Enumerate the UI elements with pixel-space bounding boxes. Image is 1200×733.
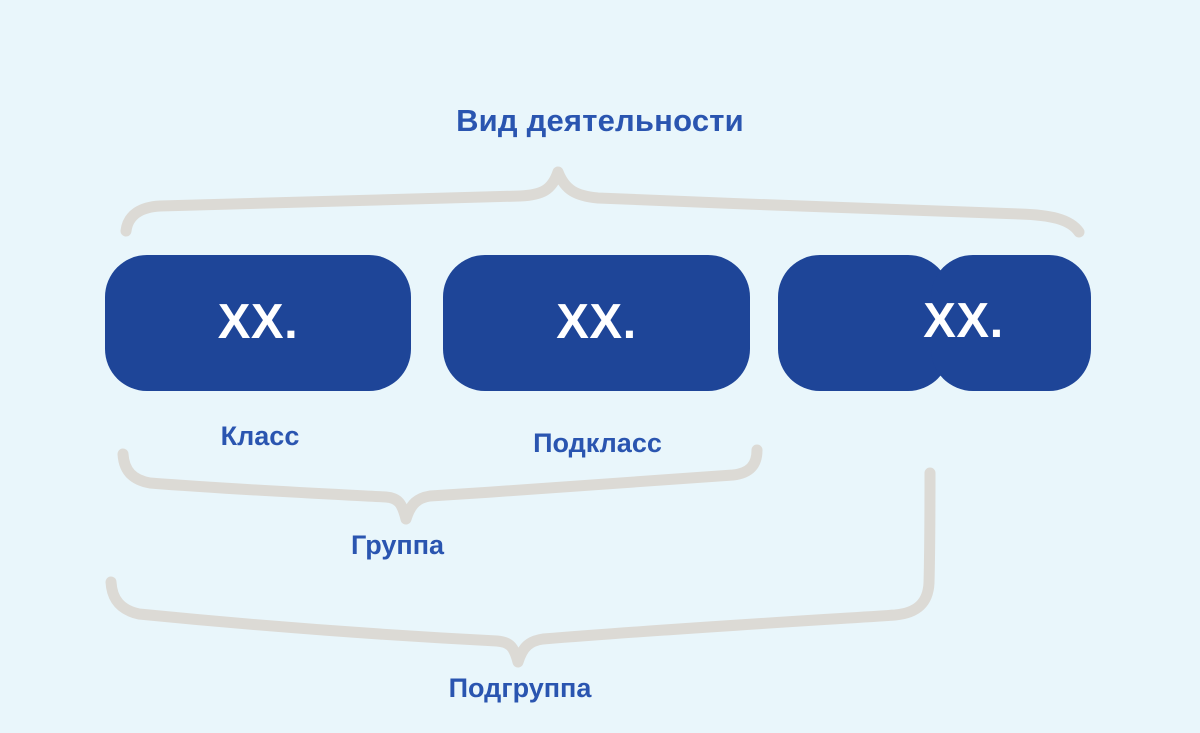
code-box-group-pill-left bbox=[778, 255, 950, 391]
code-box-subclass[interactable]: XX. bbox=[443, 255, 750, 391]
level-label-group: Группа bbox=[350, 530, 445, 560]
code-box-group-text: XX. bbox=[923, 294, 1004, 348]
code-box-subclass-text: XX. bbox=[556, 294, 637, 349]
code-box-class-text: XX. bbox=[217, 294, 299, 349]
brace-group bbox=[117, 444, 763, 525]
brace-activity-type bbox=[120, 166, 1085, 238]
code-box-class[interactable]: XX. bbox=[105, 255, 411, 391]
level-label-class: Класс bbox=[220, 421, 300, 451]
code-box-group[interactable]: XX. bbox=[778, 255, 1091, 391]
code-box-group-pill-right bbox=[931, 255, 1091, 391]
page-title: Вид деятельности bbox=[456, 103, 744, 138]
level-label-subclass: Подкласс bbox=[533, 428, 662, 458]
brace-subgroup bbox=[105, 467, 936, 668]
level-label-subgroup: Подгруппа bbox=[448, 673, 592, 703]
